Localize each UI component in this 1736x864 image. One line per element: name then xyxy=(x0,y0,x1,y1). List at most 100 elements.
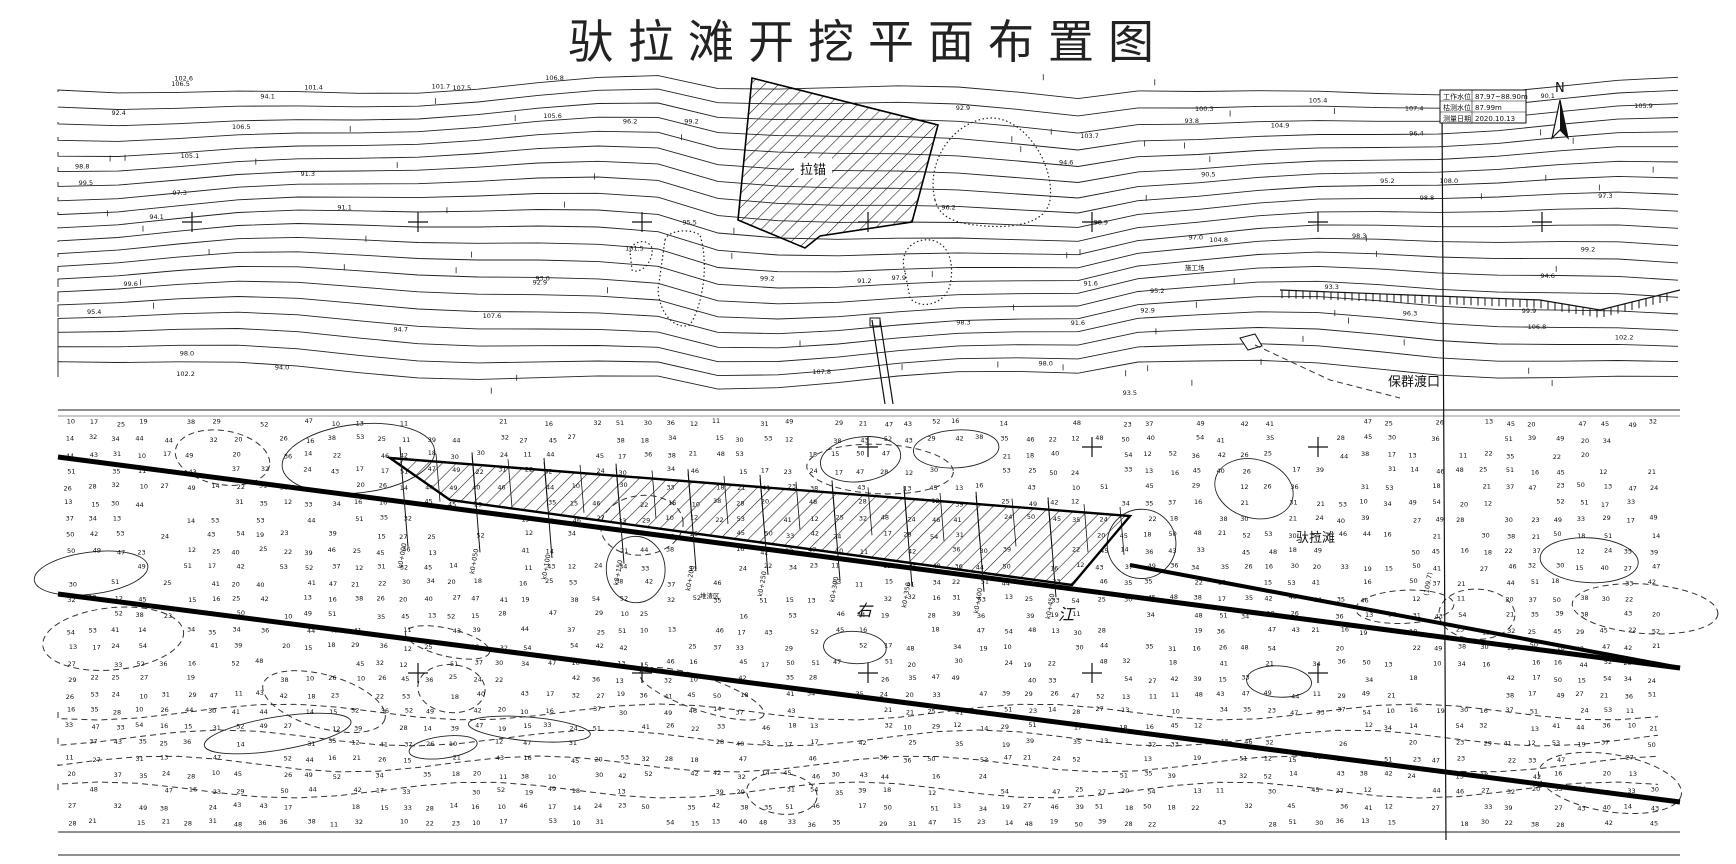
sounding-value: 47 xyxy=(885,420,893,428)
sounding-value: 37 xyxy=(1168,499,1176,507)
elevation-value: 106.5 xyxy=(232,123,251,131)
chainage-label: k0+050 xyxy=(468,548,480,575)
sounding-value: 37 xyxy=(1337,706,1345,714)
sounding-value: 49 xyxy=(187,484,195,492)
sounding-value: 36 xyxy=(258,819,266,827)
sounding-value: 12 xyxy=(332,725,340,733)
sounding-value: 10 xyxy=(472,819,480,827)
sounding-value: 39 xyxy=(715,788,723,796)
sounding-value: 12 xyxy=(525,529,533,537)
sounding-value: 31 xyxy=(1388,465,1396,473)
sounding-value: 39 xyxy=(1076,803,1084,811)
sounding-value: 37 xyxy=(667,581,675,589)
sounding-value: 35 xyxy=(687,803,695,811)
sounding-value: 22 xyxy=(1191,804,1199,812)
sounding-value: 54 xyxy=(592,595,600,603)
sounding-value: 18 xyxy=(740,691,748,699)
sounding-value: 36 xyxy=(1170,562,1178,570)
sounding-value: 50 xyxy=(927,755,935,763)
excavation-area[interactable] xyxy=(385,456,1133,587)
sounding-value: 38 xyxy=(975,433,983,441)
sounding-value: 23 xyxy=(164,612,172,620)
sounding-value: 26 xyxy=(66,693,74,701)
sounding-value: 42 xyxy=(236,562,244,570)
anchor-zone[interactable]: 拉锚 xyxy=(737,76,939,249)
sounding-value: 24 xyxy=(594,802,602,810)
sounding-value: 26 xyxy=(1219,644,1227,652)
sounding-value: 36 xyxy=(1431,435,1439,443)
sounding-value: 25 xyxy=(259,545,267,553)
sounding-value: 35 xyxy=(90,705,98,713)
sounding-value: 29 xyxy=(188,691,196,699)
sounding-value: 30 xyxy=(1240,515,1248,523)
section-tick xyxy=(471,456,477,505)
sounding-value: 14 xyxy=(400,484,408,492)
sounding-value: 33 xyxy=(1554,785,1562,793)
sounding-value: 30 xyxy=(619,469,627,477)
sounding-value: 12 xyxy=(1365,721,1373,729)
sounding-value: 54 xyxy=(1071,597,1079,605)
depth-contour xyxy=(33,550,149,596)
sounding-value: 28 xyxy=(1124,820,1132,828)
sounding-value: 54 xyxy=(139,642,147,650)
sounding-value: 31 xyxy=(1413,611,1421,619)
section-tick xyxy=(615,467,621,516)
sounding-value: 42 xyxy=(596,642,604,650)
sounding-value: 48 xyxy=(234,820,242,828)
sounding-value: 25 xyxy=(1385,420,1393,428)
sounding-value: 40 xyxy=(1051,450,1059,458)
sounding-value: 52 xyxy=(136,660,144,668)
sounding-value: 46 xyxy=(1099,577,1107,585)
sounding-value: 46 xyxy=(573,516,581,524)
contour-line xyxy=(57,311,1679,349)
sounding-value: 39 xyxy=(1193,675,1201,683)
sounding-value: 13 xyxy=(64,498,72,506)
sounding-value: 20 xyxy=(1313,563,1321,571)
elevation-value: 107.4 xyxy=(1405,104,1424,112)
sounding-value: 49 xyxy=(1556,691,1564,699)
sounding-value: 15 xyxy=(831,450,839,458)
sounding-value: 15 xyxy=(1578,676,1586,684)
grid-cross xyxy=(1082,663,1102,683)
sounding-value: 35 xyxy=(1073,738,1081,746)
sounding-value: 14 xyxy=(306,708,314,716)
sounding-value: 44 xyxy=(307,627,315,635)
sounding-value: 52 xyxy=(447,613,455,621)
sounding-value: 25 xyxy=(909,738,917,746)
sounding-value: 20 xyxy=(906,691,914,699)
sounding-value: 45 xyxy=(1311,786,1319,794)
contour-line xyxy=(57,251,1679,289)
sounding-value: 52 xyxy=(811,628,819,636)
elevation-value: 95.5 xyxy=(682,218,696,226)
sounding-value: 15 xyxy=(188,596,196,604)
sounding-value: 12 xyxy=(568,563,576,571)
sounding-value: 37 xyxy=(567,626,575,634)
sounding-value: 18 xyxy=(452,770,460,778)
sounding-value: 51 xyxy=(1239,754,1247,762)
sounding-value: 19 xyxy=(521,596,529,604)
sounding-value: 33 xyxy=(1171,740,1179,748)
sounding-value: 21 xyxy=(1241,499,1249,507)
sounding-value: 36 xyxy=(1217,627,1225,635)
sounding-value: 18 xyxy=(1577,532,1585,540)
sounding-value: 54 xyxy=(810,786,818,794)
sounding-value: 23 xyxy=(1268,707,1276,715)
sounding-value: 35 xyxy=(1506,453,1514,461)
sounding-value: 49 xyxy=(1556,435,1564,443)
sounding-value: 45 xyxy=(448,501,456,509)
sounding-value: 46 xyxy=(1244,738,1252,746)
sounding-value: 10 xyxy=(357,674,365,682)
sounding-value: 49 xyxy=(548,785,556,793)
sounding-value: 43 xyxy=(857,483,865,491)
sounding-value: 51 xyxy=(1580,499,1588,507)
sounding-value: 51 xyxy=(593,724,601,732)
sounding-value: 47 xyxy=(932,673,940,681)
sounding-value: 10 xyxy=(1386,707,1394,715)
sounding-value: 34 xyxy=(376,772,384,780)
elevation-value: 91.6 xyxy=(1071,319,1085,327)
sounding-value: 42 xyxy=(713,769,721,777)
sounding-value: 18 xyxy=(307,693,315,701)
sounding-value: 28 xyxy=(716,738,724,746)
sounding-value: 44 xyxy=(1579,661,1587,669)
